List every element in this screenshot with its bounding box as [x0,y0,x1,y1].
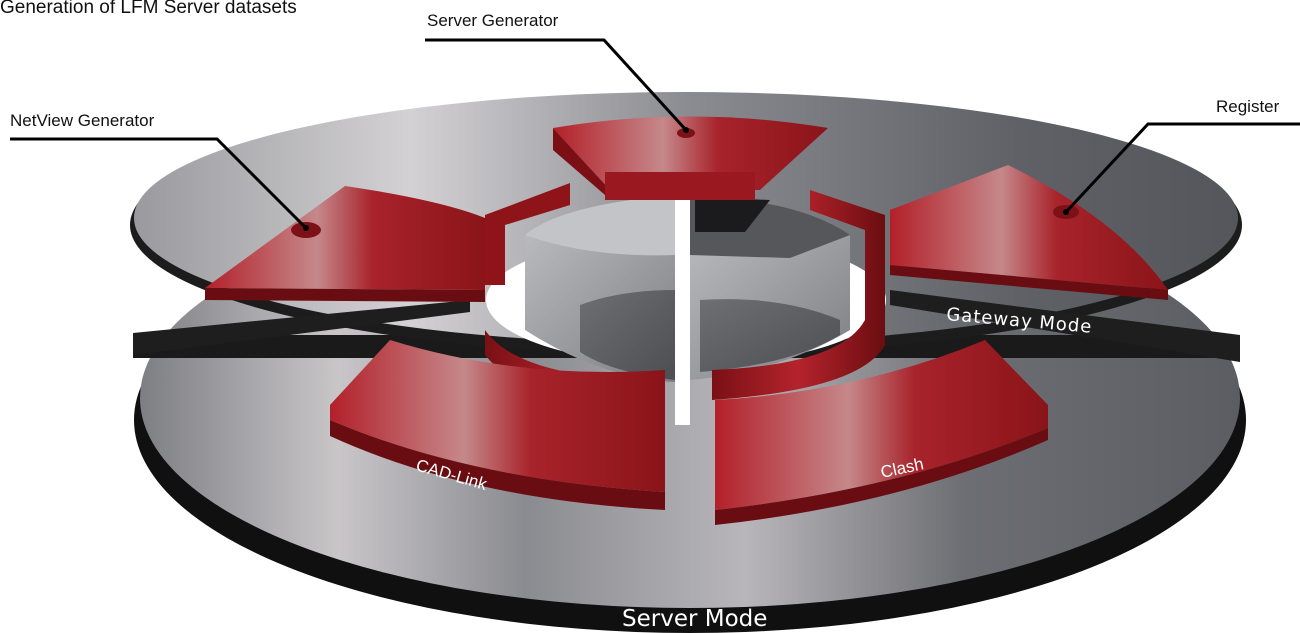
server-generator-leader [425,38,688,132]
header-text: Generation of LFM Server datasets [0,0,297,18]
server-mode-label: Server Mode [622,606,767,632]
netview-generator-leader [10,137,308,230]
callout-lines [10,38,1300,230]
segment-register [890,165,1168,300]
netview-generator-label: NetView Generator [10,111,155,130]
register-label: Register [1216,97,1280,116]
segment-server-generator [553,116,828,200]
server-generator-label: Server Generator [427,11,559,30]
register-dot [1063,209,1069,215]
segment-cad-link [330,340,665,510]
segment-netview-generator [205,186,485,302]
server-generator-dot [683,127,689,133]
segment-clash [715,340,1048,525]
netview-generator-dot [303,225,309,231]
register-leader [1064,122,1300,214]
center-hub [486,195,886,425]
